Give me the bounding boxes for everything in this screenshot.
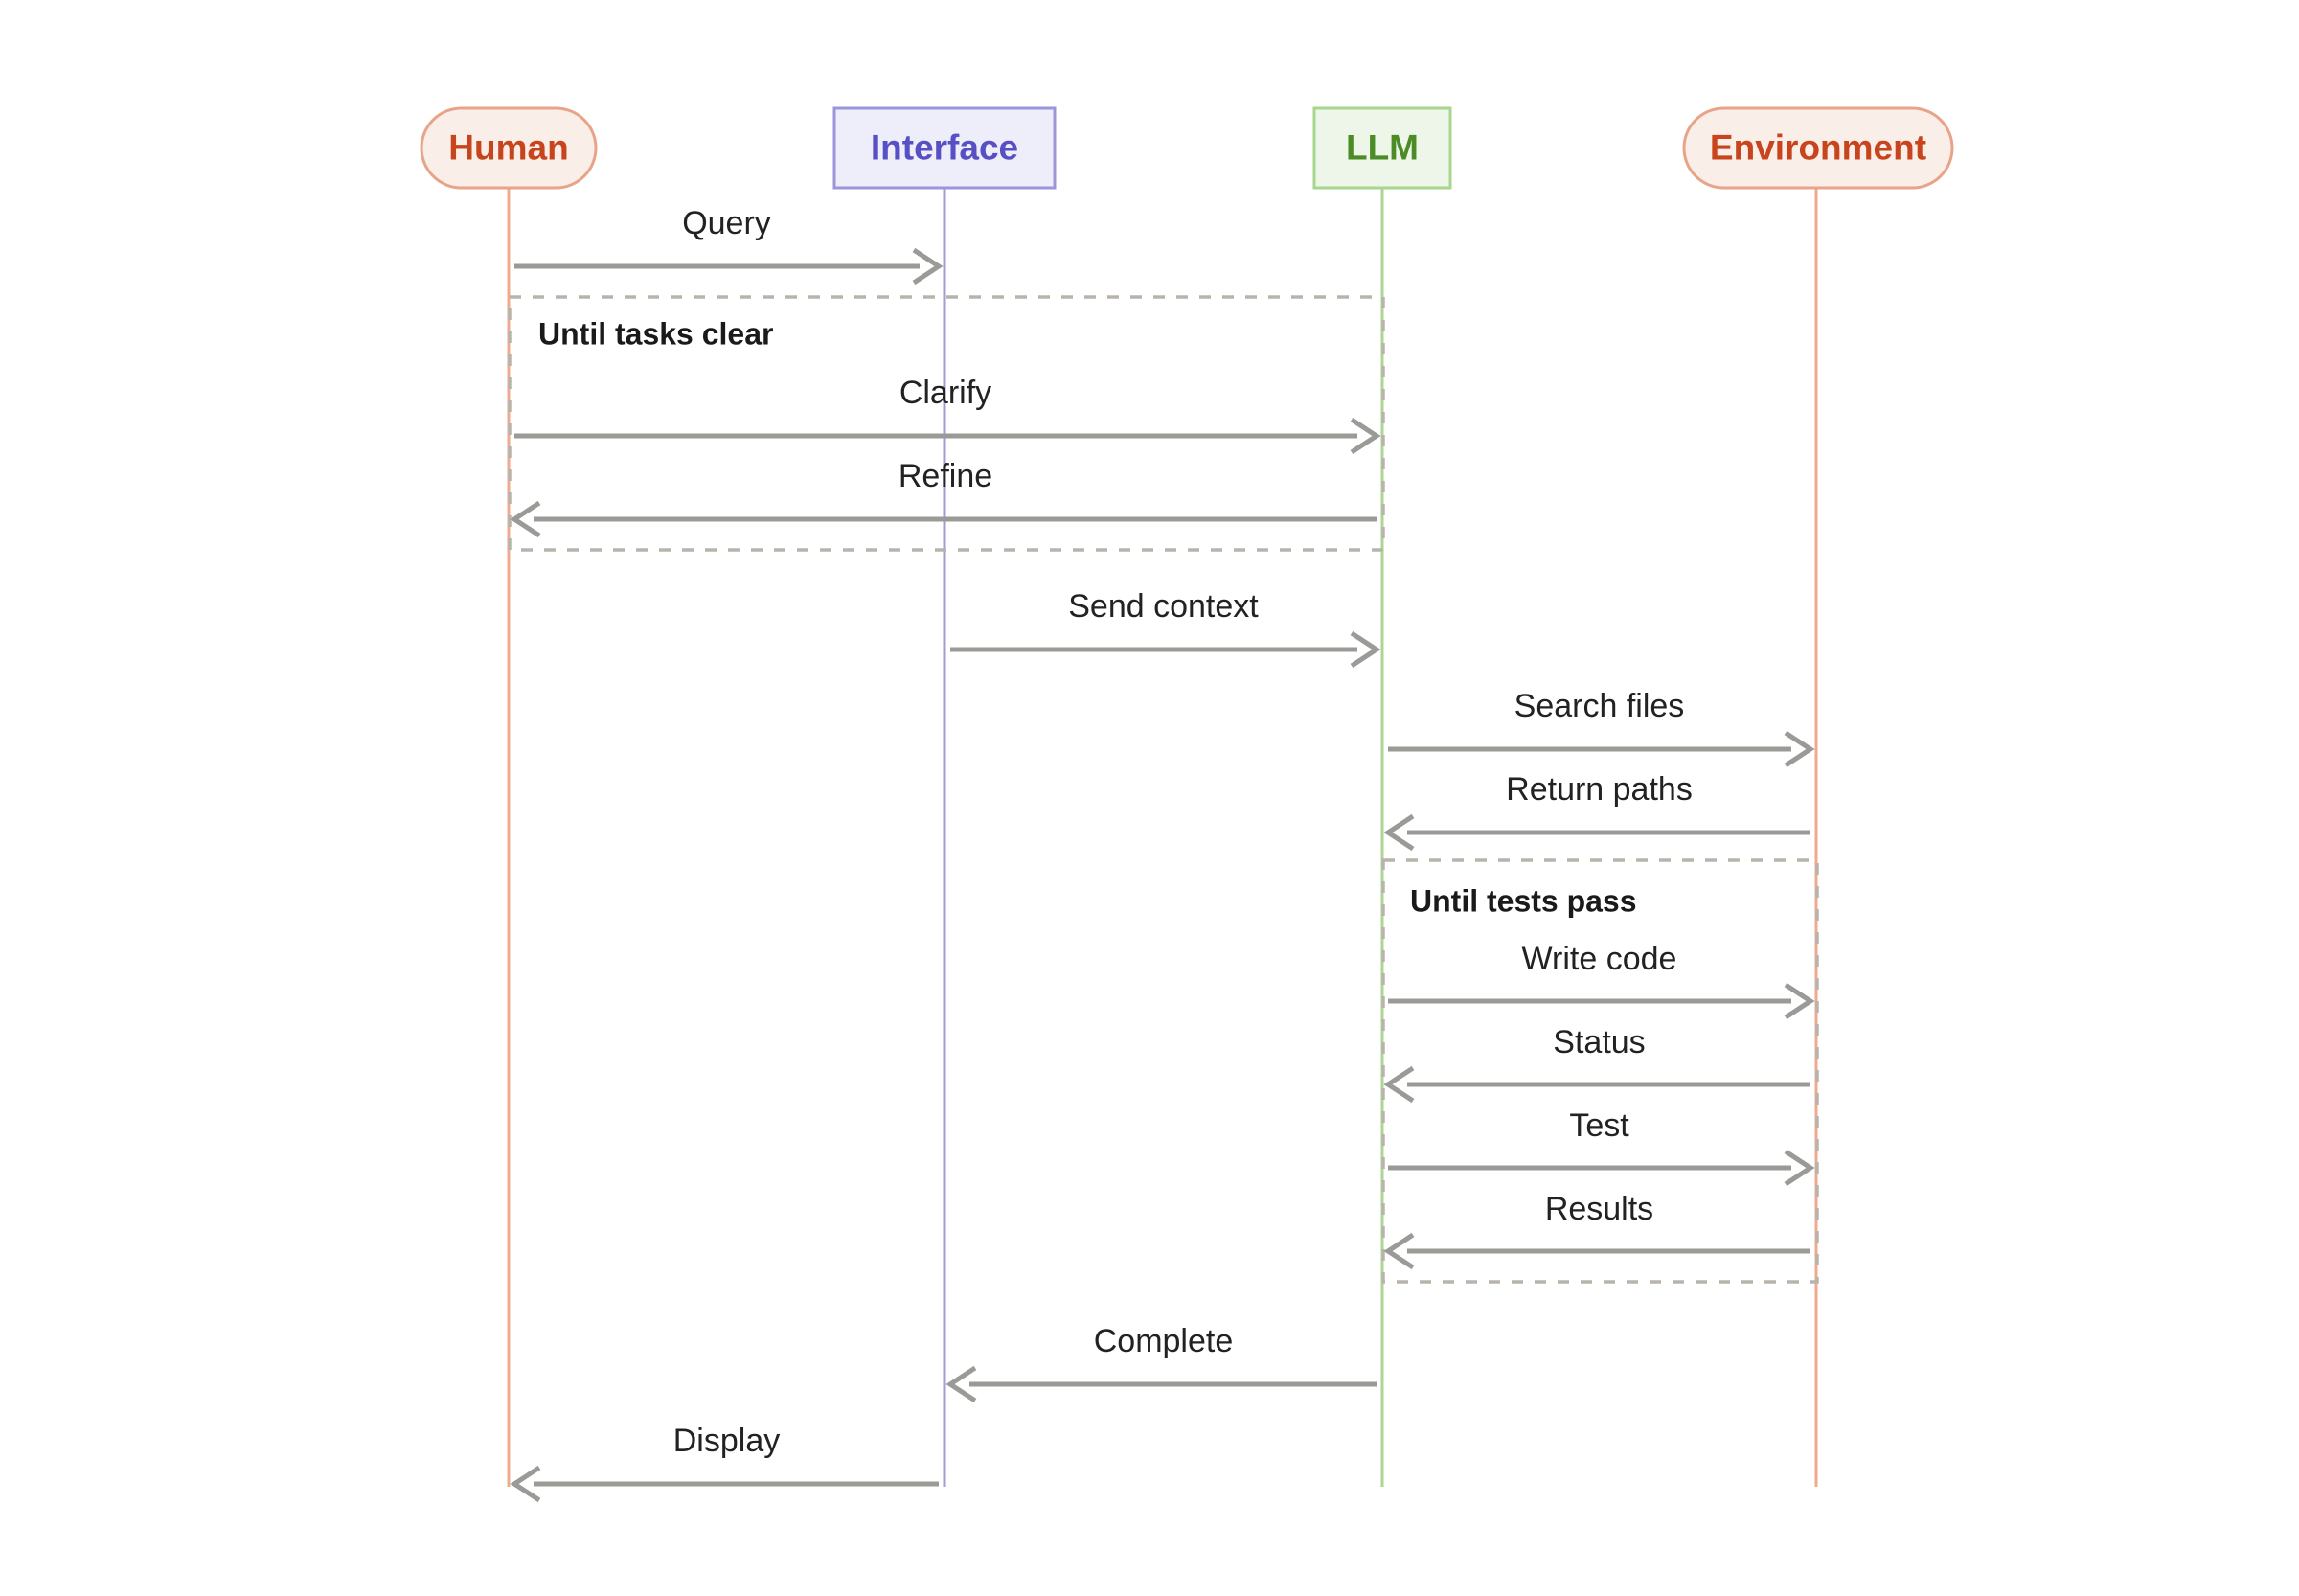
message-label-search-files: Search files	[1514, 688, 1685, 724]
actor-llm[interactable]: LLM	[1312, 106, 1452, 190]
message-search-files: Search files	[1388, 688, 1815, 768]
message-display: Display	[510, 1423, 939, 1503]
message-label-write-code: Write code	[1522, 941, 1677, 977]
actor-boxes-layer: Human Interface LLM Environment	[420, 106, 1954, 190]
message-refine: Refine	[510, 458, 1377, 538]
message-arrowhead-write-code	[1784, 982, 1815, 1020]
message-query: Query	[514, 205, 944, 285]
message-write-code: Write code	[1388, 941, 1815, 1020]
message-clarify: Clarify	[514, 375, 1381, 455]
message-status: Status	[1383, 1024, 1810, 1104]
message-arrowhead-complete	[945, 1365, 977, 1403]
loop-label-until-tasks-clear: Until tasks clear	[538, 316, 773, 351]
actor-box-human[interactable]	[420, 106, 598, 190]
message-arrowhead-display	[510, 1465, 541, 1503]
actor-label-llm: LLM	[1346, 127, 1419, 167]
loop-box-until-tests-pass	[1381, 858, 1819, 1284]
message-return-paths: Return paths	[1383, 771, 1810, 852]
message-label-test: Test	[1569, 1107, 1629, 1144]
message-complete: Complete	[945, 1323, 1377, 1403]
message-send-context: Send context	[950, 588, 1381, 669]
lifelines-layer	[507, 188, 1818, 1487]
message-label-display: Display	[673, 1423, 780, 1459]
message-arrowhead-status	[1383, 1065, 1415, 1104]
actor-box-interface[interactable]	[832, 106, 1057, 190]
message-arrowhead-return-paths	[1383, 813, 1415, 852]
message-arrowhead-search-files	[1784, 730, 1815, 768]
message-label-return-paths: Return paths	[1506, 771, 1693, 808]
loop-label-until-tests-pass: Until tests pass	[1410, 883, 1637, 918]
message-test: Test	[1388, 1107, 1815, 1187]
actor-human[interactable]: Human	[420, 106, 598, 190]
message-results: Results	[1383, 1191, 1810, 1270]
message-arrowhead-test	[1784, 1149, 1815, 1187]
message-label-send-context: Send context	[1068, 588, 1259, 625]
message-arrowhead-query	[912, 247, 944, 285]
actor-box-environment[interactable]	[1682, 106, 1954, 190]
message-label-query: Query	[682, 205, 771, 241]
actor-label-human: Human	[448, 127, 568, 167]
message-label-complete: Complete	[1094, 1323, 1234, 1359]
message-label-refine: Refine	[899, 458, 992, 494]
message-arrowhead-refine	[510, 500, 541, 538]
message-label-results: Results	[1545, 1191, 1653, 1227]
actor-box-llm[interactable]	[1312, 106, 1452, 190]
message-label-clarify: Clarify	[899, 375, 991, 411]
actor-interface[interactable]: Interface	[832, 106, 1057, 190]
actor-label-interface: Interface	[871, 127, 1018, 167]
message-arrowhead-results	[1383, 1232, 1415, 1270]
message-label-status: Status	[1553, 1024, 1645, 1060]
message-arrowhead-clarify	[1350, 417, 1381, 455]
actor-label-environment: Environment	[1710, 127, 1926, 167]
loop-box-until-tasks-clear	[508, 295, 1385, 552]
actor-environment[interactable]: Environment	[1682, 106, 1954, 190]
message-arrowhead-send-context	[1350, 630, 1381, 669]
